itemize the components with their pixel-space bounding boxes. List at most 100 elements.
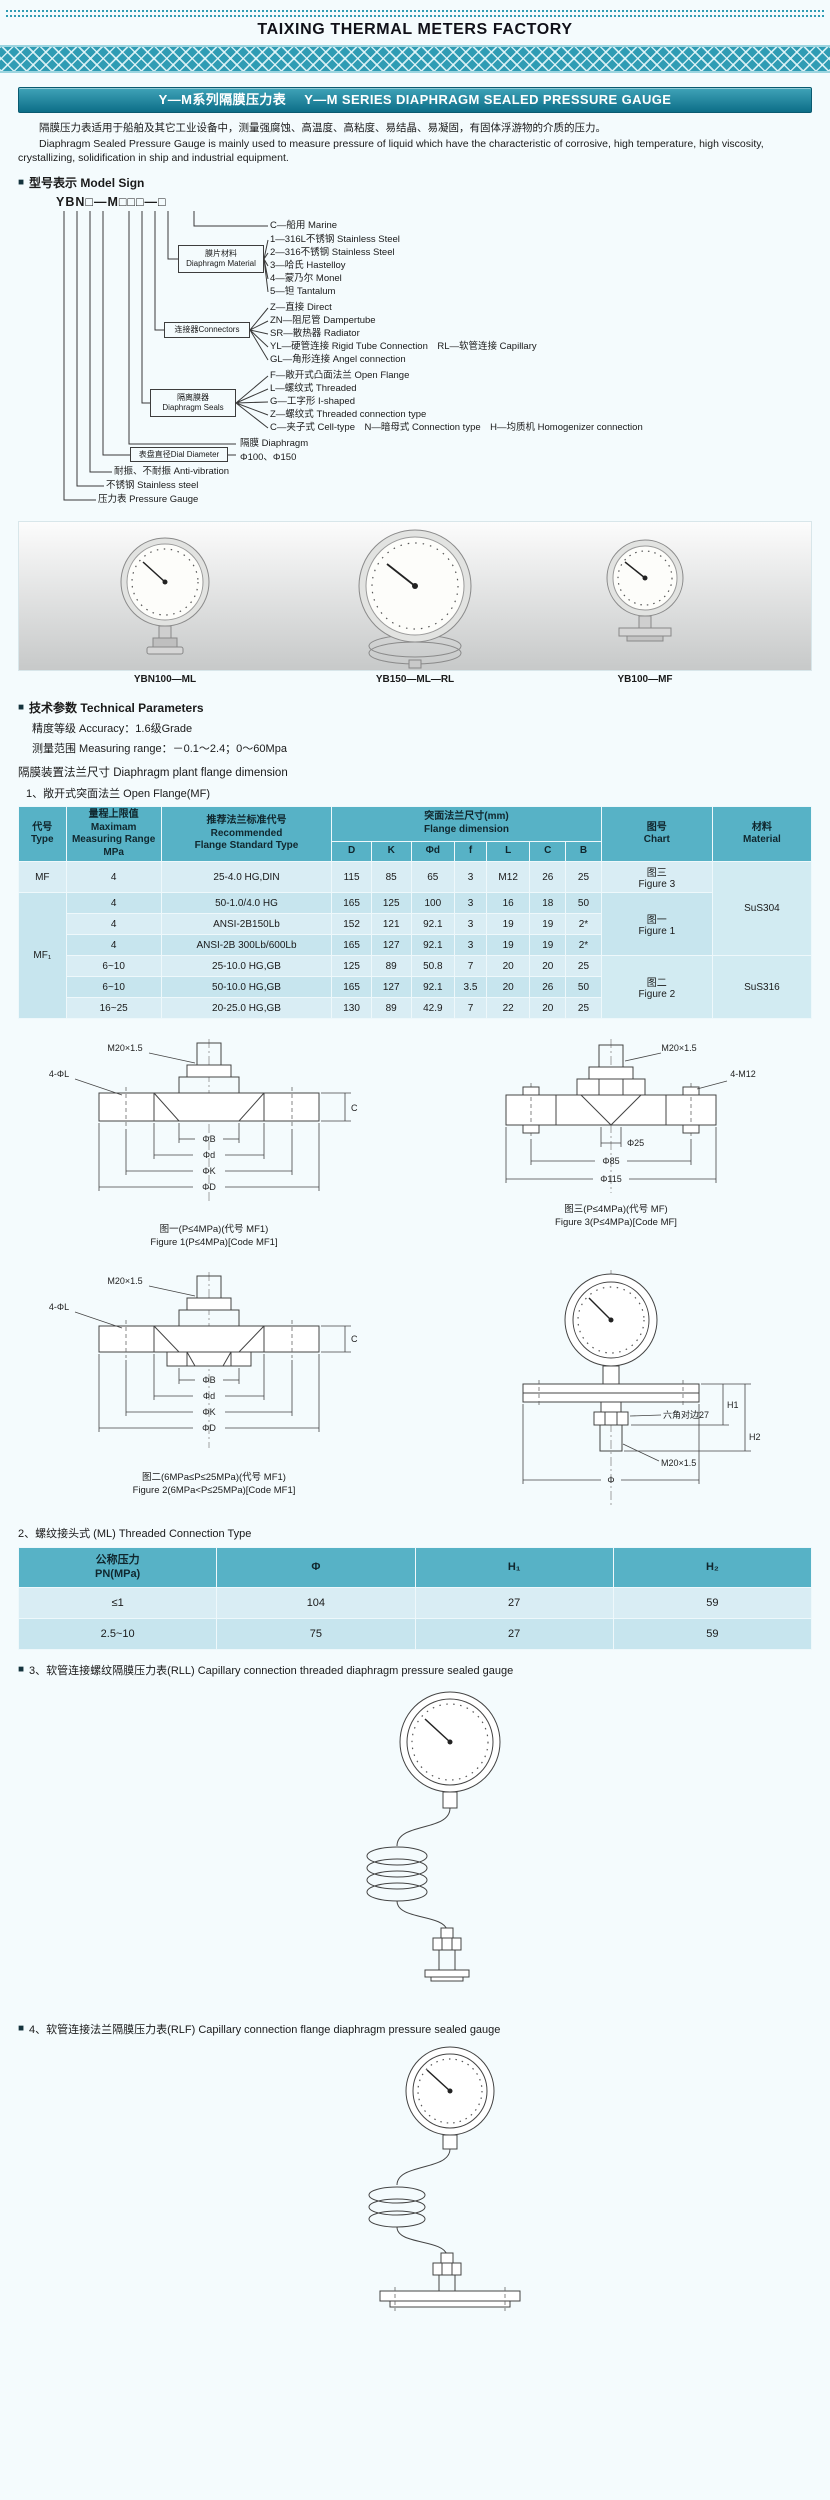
figure-caption-en: Figure 2(6MPa<P≤25MPa)[Code MF1] (132, 1484, 296, 1496)
model-option-material: 1—316L不锈钢 Stainless Steel (270, 234, 400, 246)
gauge-yb100-mf-illustration (606, 539, 684, 642)
col-header: 图号 Chart (600, 806, 713, 863)
cell: 65 (410, 861, 456, 894)
figure-ml: 六角对边27 M20×1.5 Φ H1 H2 (420, 1268, 812, 1513)
col-header: H₁ (414, 1546, 614, 1588)
series-title-en: Y—M SERIES DIAPHRAGM SEALED PRESSURE GAU… (304, 92, 672, 107)
cell: 26 (529, 861, 567, 894)
cell: 25-10.0 HG,GB (160, 955, 333, 978)
model-option-marine: C—船用 Marine (270, 220, 338, 232)
section4-title-text: 4、软管连接法兰隔膜压力表(RLF) Capillary connection … (29, 2023, 501, 2036)
cell-chart: 图一 Figure 1 (600, 892, 713, 957)
dim-label-phi: Φ (607, 1475, 614, 1485)
cell: 50 (565, 976, 602, 999)
cell: 85 (370, 861, 412, 894)
table-row: MF 4 25-4.0 HG,DIN 115 85 65 3 M12 26 25… (18, 861, 813, 957)
connector-group-box: 连接器Connectors (164, 322, 250, 339)
section2-title: 2、螺纹接头式 (ML) Threaded Connection Type (18, 1525, 812, 1541)
cell: 2* (565, 913, 602, 936)
dim-label-phiB: ΦB (202, 1134, 215, 1144)
col-header: D (331, 840, 372, 863)
cell: 165 (331, 934, 372, 957)
square-bullet-icon: ■ (18, 2023, 25, 2035)
cell-chart: 图二 Figure 2 (600, 955, 713, 1020)
dim-label-phid: Φd (203, 1391, 215, 1401)
col-header: B (565, 840, 602, 863)
dial-group-box: 表盘直径Dial Diameter (130, 447, 228, 463)
col-header: f (454, 840, 487, 863)
square-bullet-icon: ■ (18, 1664, 25, 1676)
cell: 2.5~10 (17, 1617, 218, 1650)
cell: 92.1 (410, 934, 456, 957)
dim-label-phi85: Φ85 (602, 1156, 619, 1166)
cell: M12 (485, 861, 531, 894)
model-option-connector: ZN—阻尼管 Dampertube (270, 315, 376, 327)
model-code: YBN□—M□□□—□ (56, 195, 167, 210)
cell: 50-10.0 HG,GB (160, 976, 333, 999)
figure3-drawing: M20×1.5 4-M12 Φ25 Φ85 Φ115 (505, 1039, 756, 1194)
cell: 22 (485, 997, 531, 1020)
col-header: 材料 Material (711, 806, 813, 863)
dim-label-phiK: ΦK (202, 1407, 215, 1417)
cell: 165 (331, 976, 372, 999)
cell: 59 (612, 1586, 813, 1619)
cell-material: SuS316 (711, 955, 813, 1020)
cell: 50.8 (410, 955, 456, 978)
open-flange-title: 1、敞开式突面法兰 Open Flange(MF) (26, 788, 210, 801)
series-title-cn: Y—M系列隔膜压力表 (158, 92, 287, 107)
cell: 104 (216, 1586, 416, 1619)
cell: 19 (485, 934, 531, 957)
gauge-ybn100-ml-illustration (120, 537, 210, 655)
cell: 127 (370, 934, 412, 957)
dim-label-m12: 4-M12 (730, 1069, 756, 1079)
model-option-seal: Z—螺纹式 Threaded connection type (270, 409, 427, 421)
cell: 4 (65, 934, 162, 957)
cell: 89 (370, 997, 412, 1020)
dim-label-holes: 4-ΦL (49, 1069, 69, 1079)
cell: 130 (331, 997, 372, 1020)
cell: 25 (565, 955, 602, 978)
cell: 42.9 (410, 997, 456, 1020)
accuracy-line: 精度等级 Accuracy：1.6级Grade (32, 723, 193, 736)
cell: 3 (454, 861, 487, 894)
cell: 127 (370, 976, 412, 999)
table-row: 2.5~10 75 27 59 (17, 1617, 813, 1650)
cell: 16~25 (65, 997, 162, 1020)
figure-caption: 图二(6MPa≤P≤25MPa)(代号 MF1) Figure 2(6MPa<P… (18, 1471, 410, 1498)
cell: 89 (370, 955, 412, 978)
cell: 4 (65, 913, 162, 936)
tech-params-heading: ■ 技术参数 Technical Parameters (18, 699, 812, 716)
page-content: Y—M系列隔膜压力表 Y—M SERIES DIAPHRAGM SEALED P… (0, 73, 830, 2338)
cell: 19 (485, 913, 531, 936)
dim-label-c: C (351, 1103, 358, 1113)
decorative-dotted-line (6, 10, 824, 12)
gauge-label: YB100—MF (617, 674, 673, 686)
drawings-grid: M20×1.5 4-ΦL ΦB Φd ΦK ΦD (18, 1035, 812, 1513)
square-bullet-icon: ■ (18, 177, 25, 189)
cell-type: MF₁ (18, 892, 67, 1020)
figure-caption-en: Figure 3(P≤4MPa)[Code MF] (555, 1217, 677, 1229)
cell: 18 (529, 892, 567, 915)
dim-label-m20: M20×1.5 (661, 1458, 696, 1468)
model-option-material: 4—蒙乃尔 Monel (270, 273, 342, 285)
figure-caption-cn: 图一(P≤4MPa)(代号 MF1) (159, 1224, 269, 1236)
seal-group-box: 隔离膜器 Diaphragm Seals (150, 389, 236, 418)
cell: 75 (216, 1617, 416, 1650)
cell: 19 (529, 934, 567, 957)
model-option-seal: G—工字形 I-shaped (270, 396, 355, 408)
model-sign-diagram: YBN□—M□□□—□ C—船用 Marine 膜片材料 Diaphragm M… (18, 195, 812, 511)
flange-dimension-title: 隔膜装置法兰尺寸 Diaphragm plant flange dimensio… (18, 767, 288, 780)
dim-label-phi115: Φ115 (600, 1174, 622, 1184)
model-sign-heading: ■ 型号表示 Model Sign (18, 174, 812, 191)
cell: 2* (565, 934, 602, 957)
material-group-box: 膜片材料 Diaphragm Material (178, 245, 264, 274)
cell: 165 (331, 892, 372, 915)
gauge-label: YBN100—ML (133, 674, 197, 686)
cell: 20 (485, 955, 531, 978)
cell: 6~10 (65, 976, 162, 999)
figure-caption-cn: 图二(6MPa≤P≤25MPa)(代号 MF1) (142, 1471, 286, 1483)
model-option-material: 2—316不锈钢 Stainless Steel (270, 247, 395, 259)
figure-2: M20×1.5 4-ΦL ΦB Φd ΦK ΦD (18, 1268, 410, 1513)
cell: 25 (565, 997, 602, 1020)
